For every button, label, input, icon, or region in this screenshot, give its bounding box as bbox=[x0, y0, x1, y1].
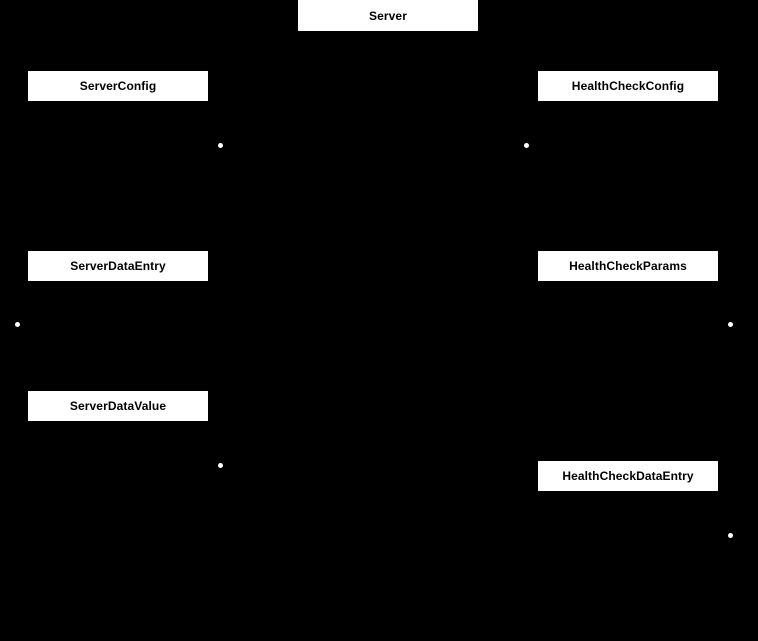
node-health-check-params[interactable]: HealthCheckParams bbox=[538, 251, 718, 281]
node-server-data-value[interactable]: ServerDataValue bbox=[28, 391, 208, 421]
edge-marker-dot bbox=[727, 532, 733, 538]
edge-marker-dot bbox=[217, 142, 223, 148]
edge-marker-dot bbox=[523, 142, 529, 148]
node-health-check-data-entry[interactable]: HealthCheckDataEntry bbox=[538, 461, 718, 491]
node-label: ServerDataEntry bbox=[70, 259, 166, 273]
edge-marker-dot bbox=[217, 462, 223, 468]
node-server-config[interactable]: ServerConfig bbox=[28, 71, 208, 101]
edge-marker-dot bbox=[727, 321, 733, 327]
edge-marker-dot bbox=[14, 321, 20, 327]
node-label: HealthCheckParams bbox=[569, 259, 687, 273]
node-health-check-config[interactable]: HealthCheckConfig bbox=[538, 71, 718, 101]
node-label: HealthCheckConfig bbox=[571, 79, 685, 93]
node-server[interactable]: Server bbox=[298, 0, 478, 31]
node-label: Server bbox=[369, 8, 407, 23]
node-label: HealthCheckDataEntry bbox=[562, 469, 694, 483]
node-label: ServerDataValue bbox=[69, 399, 167, 413]
node-server-data-entry[interactable]: ServerDataEntry bbox=[28, 251, 208, 281]
node-label: ServerConfig bbox=[79, 79, 157, 93]
